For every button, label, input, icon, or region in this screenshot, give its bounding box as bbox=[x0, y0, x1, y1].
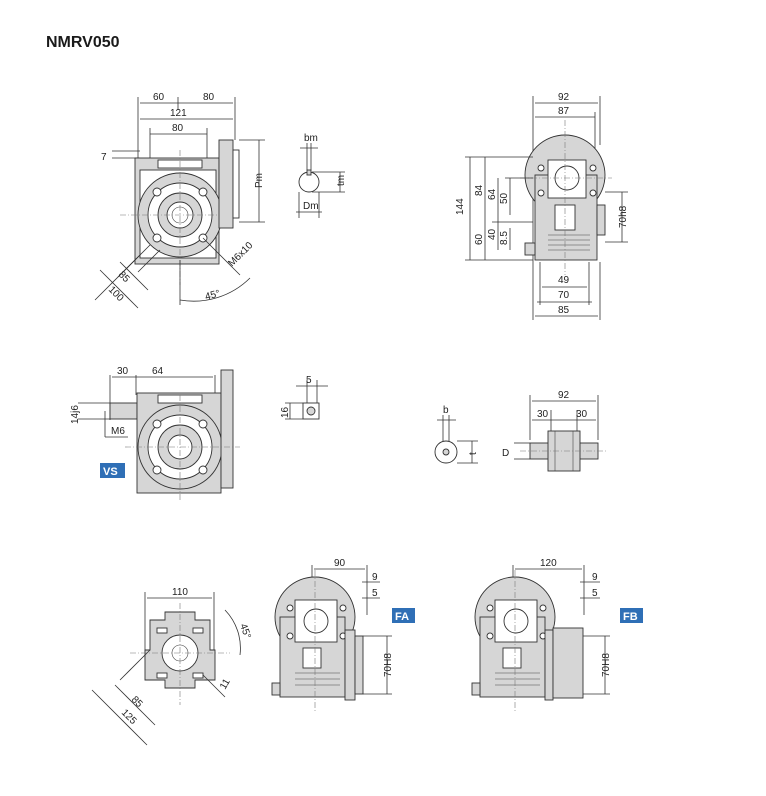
dim-60: 60 bbox=[153, 92, 165, 103]
dim-60: 60 bbox=[474, 233, 485, 245]
dim-121: 121 bbox=[170, 108, 187, 119]
label-bm: bm bbox=[304, 133, 318, 144]
front-view: 60 80 121 80 7 Pm 85 1 bbox=[94, 92, 265, 309]
fb-view: 120 9 5 70H8 bbox=[471, 558, 612, 712]
fa-fit: 70H8 bbox=[383, 653, 394, 677]
hollow-view: b t bbox=[434, 405, 479, 464]
label-tm: tm bbox=[336, 175, 347, 186]
dim-80: 80 bbox=[203, 92, 215, 103]
fb-dim-120: 120 bbox=[540, 558, 557, 569]
dim-144: 144 bbox=[455, 198, 466, 215]
dim-100: 100 bbox=[106, 284, 126, 304]
page-title: NMRV050 bbox=[46, 34, 120, 51]
fa-dim-5: 5 bbox=[372, 588, 378, 599]
vs-thread: M6 bbox=[111, 426, 125, 437]
badge-fb-label: FB bbox=[623, 611, 638, 623]
thread-label: M6x10 bbox=[226, 240, 255, 269]
shaft-view: bm tm Dm bbox=[296, 133, 347, 218]
side-view: 92 87 144 84 60 64 40 50 8.5 bbox=[455, 92, 629, 320]
fb-fit: 70H8 bbox=[601, 653, 612, 677]
key-view: 5 16 bbox=[280, 375, 328, 420]
dim-pm: Pm bbox=[254, 173, 265, 188]
dim-40: 40 bbox=[487, 228, 498, 240]
dbl-dim-92: 92 bbox=[558, 390, 570, 401]
dim-64: 64 bbox=[487, 188, 498, 200]
fa-badge: FA bbox=[392, 608, 415, 623]
dim-7: 7 bbox=[101, 152, 107, 163]
vs-dim-64: 64 bbox=[152, 366, 164, 377]
fb-dim-5: 5 bbox=[592, 588, 598, 599]
flange-dim-11: 11 bbox=[218, 677, 233, 692]
label-b: b bbox=[443, 405, 449, 416]
flange-dim-125: 125 bbox=[119, 707, 139, 727]
badge-vs-label: VS bbox=[103, 466, 118, 478]
vs-dim-30: 30 bbox=[117, 366, 129, 377]
fa-view: 90 9 5 70H8 bbox=[271, 558, 394, 712]
dbl-dim-30a: 30 bbox=[537, 409, 549, 420]
fit-70h8: 70h8 bbox=[618, 205, 629, 228]
dim-80b: 80 bbox=[172, 123, 184, 134]
fa-dim-9: 9 bbox=[372, 572, 378, 583]
label-dm: Dm bbox=[303, 201, 319, 212]
dim-50: 50 bbox=[499, 192, 510, 204]
dim-87: 87 bbox=[558, 106, 570, 117]
vs-view: 30 64 14j6 M6 bbox=[70, 366, 240, 500]
flange-dim-85: 85 bbox=[129, 694, 145, 710]
dim-8.5: 8.5 bbox=[499, 231, 510, 245]
dim-92: 92 bbox=[558, 92, 570, 103]
fb-dim-9: 9 bbox=[592, 572, 598, 583]
vs-badge: VS bbox=[100, 463, 125, 478]
key-dim-16: 16 bbox=[280, 406, 291, 418]
angle-label: 45° bbox=[204, 288, 221, 303]
flange-dim-110: 110 bbox=[172, 587, 188, 598]
dbl-dim-30b: 30 bbox=[576, 409, 588, 420]
flange-view: 110 45° 11 85 125 bbox=[91, 587, 253, 746]
dim-85b: 85 bbox=[558, 305, 570, 316]
fa-dim-90: 90 bbox=[334, 558, 346, 569]
dim-84: 84 bbox=[474, 184, 485, 196]
dim-49: 49 bbox=[558, 275, 570, 286]
key-dim-5: 5 bbox=[306, 375, 312, 386]
label-t: t bbox=[468, 452, 479, 455]
vs-fit: 14j6 bbox=[70, 405, 81, 424]
dim-70: 70 bbox=[558, 290, 570, 301]
label-D: D bbox=[502, 448, 509, 459]
flange-angle: 45° bbox=[237, 622, 253, 640]
badge-fa-label: FA bbox=[395, 611, 409, 623]
double-shaft-view: 92 30 30 D bbox=[502, 390, 608, 472]
fb-badge: FB bbox=[620, 608, 643, 623]
